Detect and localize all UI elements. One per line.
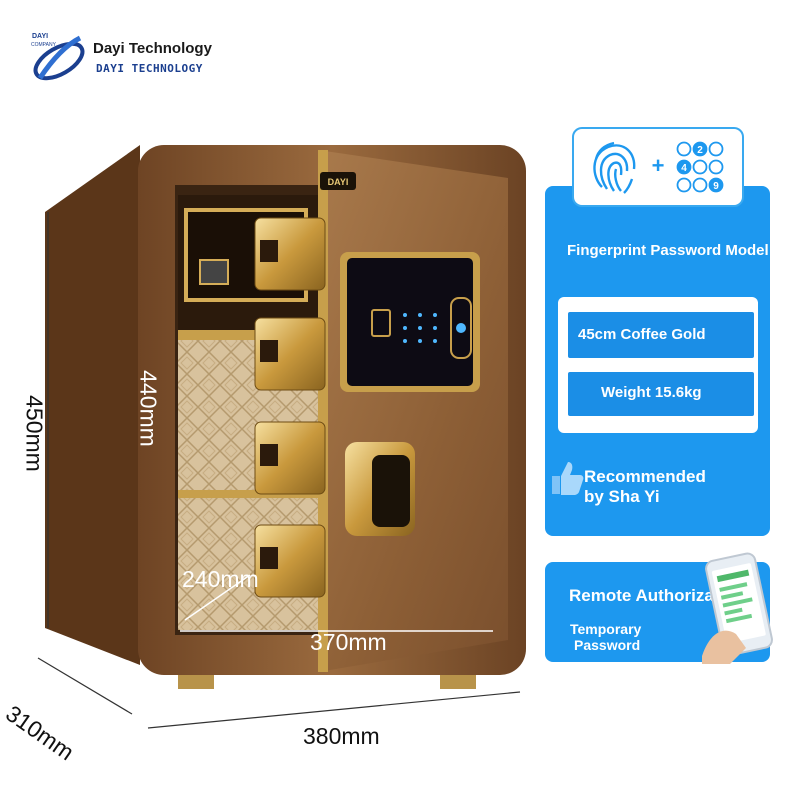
- keypad-digit: 2: [697, 145, 703, 156]
- remote-title: Remote Authorization: [569, 586, 745, 605]
- recommended-text: Recommended by Sha Yi: [584, 467, 706, 506]
- dimension-width-outer: 380mm: [303, 723, 380, 749]
- fingerprint-keypad-card: + 2 4 9: [572, 127, 744, 207]
- size-color-label: 45cm Coffee Gold: [568, 312, 754, 358]
- door-brand-label: DAYI: [328, 177, 349, 187]
- fingerprint-icon: [593, 141, 636, 194]
- dimension-width-inner: 370mm: [310, 629, 387, 655]
- svg-text:DAYI: DAYI: [32, 33, 48, 40]
- safe-door: [318, 150, 508, 672]
- dimension-height-inner: 440mm: [135, 370, 162, 447]
- dimension-depth-inner: 240mm: [182, 566, 259, 592]
- model-title: Fingerprint Password Model: [567, 242, 769, 259]
- svg-text:COMPANY: COMPANY: [31, 42, 57, 48]
- plus-icon: +: [652, 153, 665, 178]
- thumbs-up-icon: [552, 462, 584, 495]
- brand-subtitle: DAYI TECHNOLOGY: [96, 62, 203, 75]
- weight-label: Weight 15.6kg: [568, 372, 754, 416]
- dimension-height-outer: 450mm: [21, 395, 48, 472]
- keypad-digit: 4: [681, 163, 687, 174]
- keypad-icon: [676, 141, 724, 193]
- remote-subtitle: Temporary Password: [570, 621, 642, 653]
- smartphone-icon: [702, 552, 773, 664]
- keypad-digit: 9: [713, 181, 719, 192]
- brand-name: Dayi Technology: [93, 40, 212, 57]
- safe-side: [45, 145, 140, 665]
- dayi-logo-icon: DAYI COMPANY: [31, 33, 85, 81]
